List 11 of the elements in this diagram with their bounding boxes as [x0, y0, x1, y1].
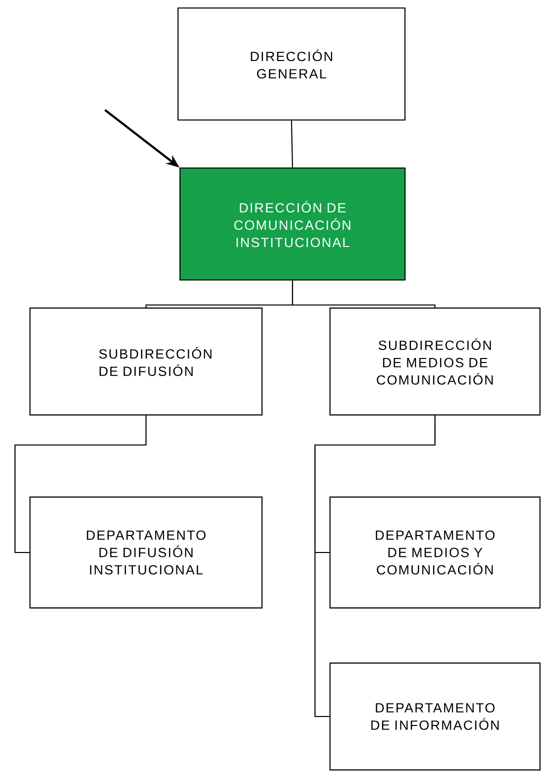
org-box: DIRECCIÓN GENERAL — [178, 7, 406, 121]
org-box: DEPARTAMENTO DE INFORMACIÓN — [329, 662, 541, 770]
org-box: DIRECCIÓN DE COMUNICACIÓN INSTITUCIONAL — [179, 167, 406, 281]
org-box: SUBDIRECCIÓN DE MEDIOS DE COMUNICACIÓN — [329, 308, 541, 416]
org-box: DEPARTAMENTO DE MEDIOS Y COMUNICACIÓN — [329, 496, 541, 608]
connector-line — [292, 280, 436, 308]
org-box: DEPARTAMENTO DE DIFUSIÓN INSTITUCIONAL — [29, 496, 263, 608]
connector-line — [14, 416, 147, 554]
org-box: SUBDIRECCIÓN DE DIFUSIÓN — [29, 308, 263, 416]
connector-line — [314, 416, 436, 718]
connector-line — [290, 120, 294, 168]
